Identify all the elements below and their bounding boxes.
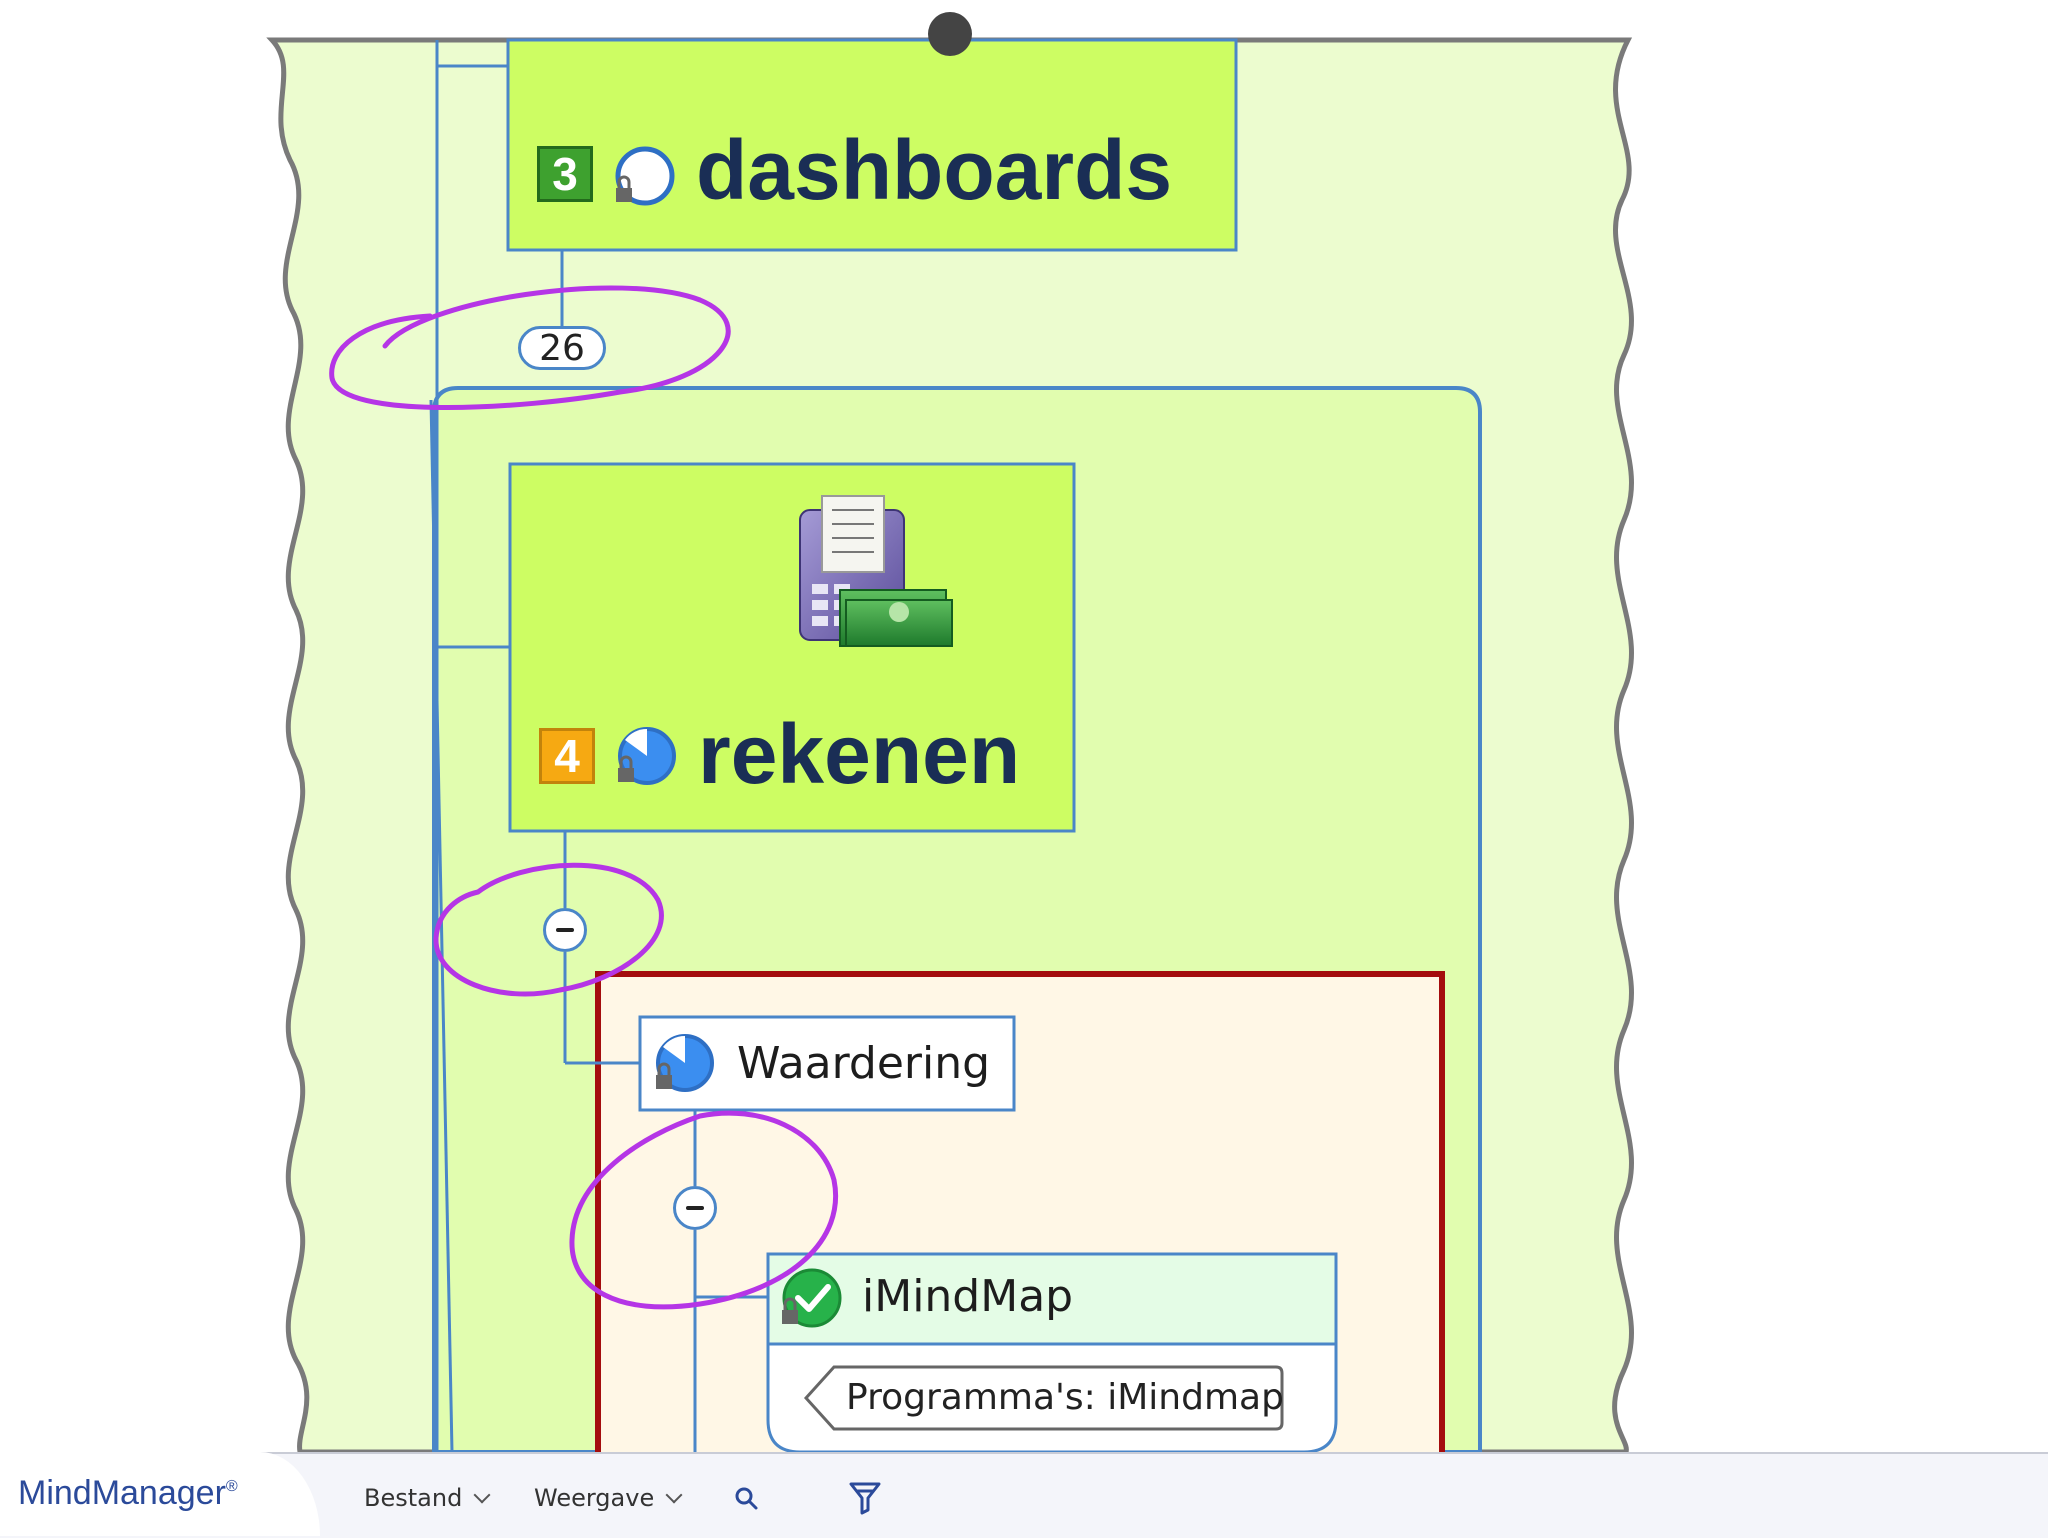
search-icon[interactable] bbox=[734, 1486, 760, 1512]
connectors bbox=[429, 40, 768, 1453]
progress-icon-dashboards bbox=[615, 146, 675, 206]
annotation-strokes bbox=[329, 285, 838, 1310]
topic-title-dashboards[interactable]: dashboards bbox=[696, 123, 1173, 217]
annotation-circle-collapse-1 bbox=[433, 862, 664, 997]
chevron-down-icon bbox=[473, 1486, 491, 1504]
topic-marker-dot bbox=[928, 12, 972, 56]
chevron-down-icon bbox=[665, 1486, 683, 1504]
progress-icon-waardering bbox=[656, 1034, 714, 1092]
app-logo: MindManager® bbox=[18, 1474, 238, 1513]
filter-icon[interactable] bbox=[848, 1480, 882, 1516]
menu-bestand[interactable]: Bestand bbox=[364, 1484, 491, 1512]
bottom-toolbar bbox=[0, 1452, 2048, 1538]
subtopic-header-imindmap bbox=[766, 1252, 1338, 1346]
progress-icon-rekenen bbox=[618, 727, 676, 785]
menu-bestand-label: Bestand bbox=[364, 1484, 463, 1512]
priority-3-label: 3 bbox=[552, 148, 578, 200]
subtopic-title-waardering[interactable]: Waardering bbox=[737, 1038, 991, 1089]
priority-4-icon: 4 bbox=[539, 728, 595, 784]
topic-box-rekenen bbox=[508, 462, 1076, 833]
collapse-button-waardering[interactable] bbox=[673, 1186, 717, 1230]
subtopic-box-waardering bbox=[638, 1015, 1016, 1112]
hidden-count-badge[interactable]: 26 bbox=[518, 326, 606, 370]
logo-tab bbox=[0, 1452, 320, 1536]
collapse-button-rekenen[interactable] bbox=[543, 908, 587, 952]
topic-box-dashboards bbox=[506, 38, 1238, 252]
minus-icon bbox=[556, 928, 574, 932]
annotation-circle-collapse-2 bbox=[569, 1110, 838, 1310]
calculator-money-image bbox=[799, 495, 953, 647]
subtopic-title-imindmap[interactable]: iMindMap bbox=[862, 1271, 1074, 1322]
menu-weergave-label: Weergave bbox=[534, 1484, 655, 1512]
tag-label[interactable]: Programma's: iMindmap bbox=[846, 1377, 1284, 1418]
menu-weergave[interactable]: Weergave bbox=[534, 1484, 683, 1512]
priority-3-icon: 3 bbox=[537, 146, 593, 202]
tag-shape bbox=[803, 1365, 1284, 1431]
minus-icon bbox=[686, 1206, 704, 1210]
annotation-circle-count bbox=[329, 285, 731, 411]
hidden-count-value: 26 bbox=[539, 327, 585, 369]
app-logo-text: MindManager bbox=[18, 1474, 226, 1512]
topic-title-rekenen[interactable]: rekenen bbox=[698, 707, 1021, 801]
priority-4-label: 4 bbox=[554, 730, 580, 782]
app-logo-mark: ® bbox=[225, 1478, 238, 1495]
progress-icon-imindmap bbox=[782, 1268, 842, 1328]
